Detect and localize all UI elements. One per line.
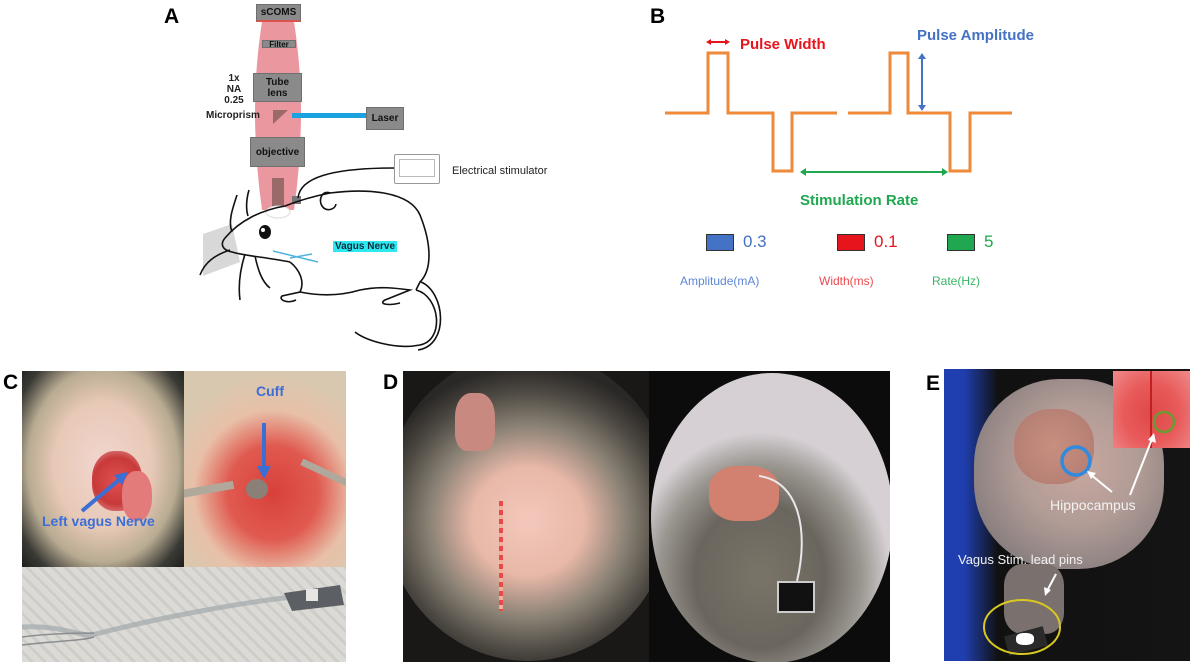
electrical-stimulator-icon xyxy=(394,154,440,184)
vagus-nerve-label: Vagus Nerve xyxy=(333,241,398,252)
panel-letter-e: E xyxy=(926,372,941,395)
panel-letter-b: B xyxy=(650,5,666,28)
rate-swatch xyxy=(947,234,975,251)
filter-box: Filter xyxy=(262,40,296,49)
photo-cuff-electrode-device xyxy=(22,567,346,662)
amplitude-value: 0.3 xyxy=(743,232,767,251)
magnification-label: 1x NA 0.25 xyxy=(224,73,244,106)
rate-caption: Rate(Hz) xyxy=(932,274,981,288)
pulse-width-label: Pulse Width xyxy=(740,36,826,53)
photo-neck-incision-sutured xyxy=(403,371,649,662)
hippocampus-label: Hippocampus xyxy=(1050,497,1136,513)
stimulation-rate-label: Stimulation Rate xyxy=(800,192,919,209)
cuff-label: Cuff xyxy=(256,383,284,399)
electrical-stimulator-label: Electrical stimulator xyxy=(452,165,548,177)
panel-letter-a: A xyxy=(164,5,180,28)
tube-lens-box: Tube lens xyxy=(253,73,302,102)
photo-skull-and-lead-pins xyxy=(944,369,1190,661)
amplitude-swatch xyxy=(706,234,734,251)
stimulation-waveform xyxy=(665,39,1012,176)
panel-e-annotations xyxy=(983,410,1176,655)
objective-box: objective xyxy=(250,137,305,167)
inset-photo-exposed-brain xyxy=(1113,371,1190,448)
microprism-label: Microprism xyxy=(206,110,260,121)
panel-letter-c: C xyxy=(3,371,19,394)
arrow-cuff xyxy=(257,423,271,479)
amplitude-caption: Amplitude(mA) xyxy=(680,274,760,288)
microscope-light-path xyxy=(199,22,442,351)
width-swatch xyxy=(837,234,865,251)
photo-implanted-lead-connector xyxy=(649,371,890,662)
vagus-stim-lead-pins-label: Vagus Stim. lead pins xyxy=(958,552,1083,567)
laser-box: Laser xyxy=(366,107,404,130)
photo-left-vagus-nerve-exposure xyxy=(22,371,184,567)
left-vagus-nerve-label: Left vagus Nerve xyxy=(42,513,155,529)
arrow-left-vagus-nerve xyxy=(80,472,128,513)
pulse-amplitude-label: Pulse Amplitude xyxy=(917,27,1034,44)
width-value: 0.1 xyxy=(874,232,898,251)
width-caption: Width(ms) xyxy=(819,274,874,288)
panel-letter-d: D xyxy=(383,371,399,394)
rate-value: 5 xyxy=(984,232,994,251)
scmos-camera-box: sCOMS xyxy=(256,4,301,22)
